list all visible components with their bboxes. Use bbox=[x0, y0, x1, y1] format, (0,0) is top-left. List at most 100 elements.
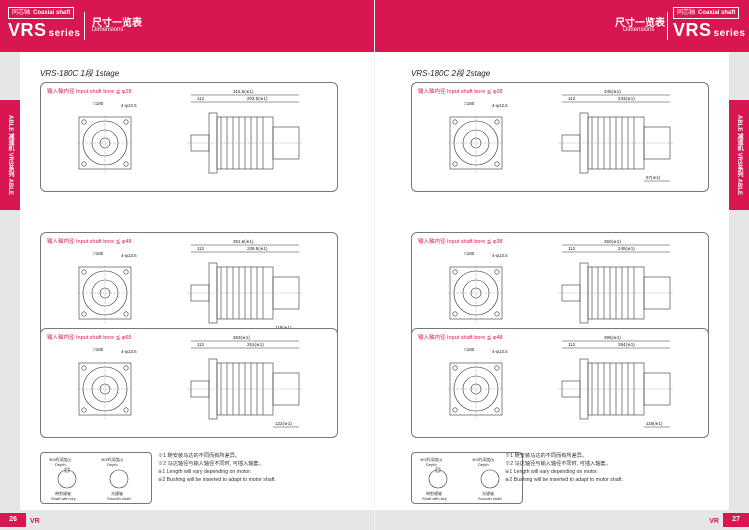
square-dim: □180 bbox=[464, 251, 475, 256]
bolt-hole bbox=[81, 407, 87, 413]
bolt-hole bbox=[123, 119, 129, 125]
page-number: 26 bbox=[0, 513, 26, 527]
bolt-hole bbox=[452, 119, 458, 125]
header-divider bbox=[667, 12, 668, 40]
page-footer: 27 VR bbox=[375, 510, 749, 530]
bolt-hole bbox=[494, 365, 500, 371]
bolt-hole bbox=[494, 311, 500, 317]
footer-mark: VR bbox=[30, 518, 40, 525]
bolt-hole bbox=[81, 161, 87, 167]
bore-label: 输入轴内径 Input shaft bore ≦ φ48 bbox=[47, 239, 132, 245]
len1-dim: 112 bbox=[197, 96, 205, 101]
tail-dim: 57(※1) bbox=[646, 175, 661, 180]
bolt-hole bbox=[494, 119, 500, 125]
overall-dim: 315.5(※1) bbox=[233, 89, 254, 94]
bolt-hole bbox=[452, 161, 458, 167]
bore-label: 输入轴内径 Input shaft bore ≦ φ38 bbox=[418, 239, 503, 245]
hole-dim: 4-φ13.5 bbox=[492, 103, 508, 108]
notes: ※1 随安装马达的不同而有所差异。 ※2 马达轴径与输入轴径不同时, 可插入轴套… bbox=[505, 453, 623, 483]
stage-heading: VRS-180C 1段 1stage bbox=[40, 69, 120, 78]
len2-dim: 251(※1) bbox=[247, 342, 264, 347]
overall-dim: 345(※1) bbox=[604, 89, 621, 94]
bolt-hole bbox=[123, 269, 129, 275]
dimension-drawing: □180 4-φ13.5 396(※1) 112 284(※1) 118(※1) bbox=[448, 335, 674, 428]
bolt-hole bbox=[494, 269, 500, 275]
bolt-hole bbox=[81, 365, 87, 371]
drawing-panel: 输入轴内径 Input shaft bore ≦ φ48 □180 4-φ13.5… bbox=[40, 232, 338, 342]
hole-dim: 4-φ13.5 bbox=[492, 253, 508, 258]
bolt-hole bbox=[81, 269, 87, 275]
bolt-hole bbox=[452, 365, 458, 371]
bore-label: 输入轴内径 Input shaft bore ≦ φ28 bbox=[418, 89, 503, 95]
bolt-hole bbox=[123, 161, 129, 167]
bolt-hole bbox=[81, 311, 87, 317]
drawing-panel: 输入轴内径 Input shaft bore ≦ φ28 □180 4-φ13.5… bbox=[40, 82, 338, 192]
overall-dim: 351.5(※1) bbox=[233, 239, 254, 244]
bolt-hole bbox=[494, 161, 500, 167]
bolt-hole bbox=[123, 407, 129, 413]
len2-dim: 248(※1) bbox=[618, 246, 635, 251]
len2-dim: 233(※1) bbox=[618, 96, 635, 101]
overall-dim: 363(※1) bbox=[233, 335, 250, 340]
len1-dim: 112 bbox=[197, 246, 205, 251]
hole-dim: 4-φ13.5 bbox=[492, 349, 508, 354]
hole-dim: 4-φ13.5 bbox=[121, 253, 137, 258]
overall-dim: 396(※1) bbox=[604, 335, 621, 340]
dimension-drawing: □180 4-φ13.5 315.5(※1) 112 203.5(※1) bbox=[77, 89, 303, 174]
stage-heading: VRS-180C 2段 2stage bbox=[411, 69, 491, 78]
len1-dim: 112 bbox=[568, 246, 576, 251]
bore-label: 输入轴内径 Input shaft bore ≦ φ65 bbox=[47, 335, 132, 341]
hole-dim: 4-φ13.5 bbox=[121, 349, 137, 354]
len1-dim: 112 bbox=[568, 342, 576, 347]
dimension-drawing: □180 4-φ13.5 360(※1) 112 248(※1) bbox=[448, 239, 674, 324]
bolt-hole bbox=[452, 269, 458, 275]
bore-label: 输入轴内径 Input shaft bore ≦ φ48 bbox=[418, 335, 503, 341]
dimension-drawing: □180 4-φ13.5 351.5(※1) 112 239.5(※1) 118(※1) bbox=[77, 239, 303, 332]
bore-label: 输入轴内径 Input shaft bore ≦ φ28 bbox=[47, 89, 132, 95]
hole-dim: 4-φ13.5 bbox=[121, 103, 137, 108]
drawing-panel: 输入轴内径 Input shaft bore ≦ φ48 □180 4-φ13.5… bbox=[411, 328, 709, 438]
page-footer: 26 VR bbox=[0, 510, 374, 530]
len2-dim: 239.5(※1) bbox=[247, 246, 268, 251]
side-tab: ABLE 减速机 VRS系列 ABLE REDUCER VRS SERIES bbox=[716, 100, 749, 210]
tail-dim: 118(※1) bbox=[275, 325, 292, 330]
square-dim: □180 bbox=[93, 251, 104, 256]
bolt-hole bbox=[452, 311, 458, 317]
len2-dim: 203.5(※1) bbox=[247, 96, 268, 101]
len1-dim: 112 bbox=[197, 342, 205, 347]
drawing-panel: 输入轴内径 Input shaft bore ≦ φ38 □180 4-φ13.5… bbox=[411, 232, 709, 342]
bolt-hole bbox=[452, 407, 458, 413]
footer-mark: VR bbox=[709, 518, 719, 525]
bolt-hole bbox=[123, 365, 129, 371]
shaft-ends-icon bbox=[57, 467, 129, 489]
header-divider bbox=[84, 12, 85, 40]
tail-dim: 122(※1) bbox=[275, 421, 292, 426]
page-title: 尺寸一览表 bbox=[92, 18, 142, 29]
page-title: 尺寸一览表 bbox=[615, 18, 665, 29]
tail-dim: 118(※1) bbox=[646, 421, 663, 426]
notes: ※1 随安装马达的不同而有所差异。 ※2 马达轴径与输入轴径不同时, 可插入轴套… bbox=[158, 453, 276, 483]
square-dim: □180 bbox=[93, 101, 104, 106]
len2-dim: 284(※1) bbox=[618, 342, 635, 347]
bolt-hole bbox=[494, 407, 500, 413]
page-subtitle: Dimensions bbox=[92, 27, 124, 33]
square-dim: □180 bbox=[464, 347, 475, 352]
len1-dim: 112 bbox=[568, 96, 576, 101]
shaft-legend: ※D的深度(t) ※D的深度(t) Depth Depth 带剪键轴 Shaft… bbox=[40, 452, 152, 504]
side-tab: ABLE 减速机 VRS系列 ABLE REDUCER VRS SERIES bbox=[0, 100, 20, 210]
shaft-legend: ※D的深度(t) ※D的深度(t) Depth Depth 带剪键轴 Shaft… bbox=[411, 452, 523, 504]
overall-dim: 360(※1) bbox=[604, 239, 621, 244]
shaft-ends-icon bbox=[428, 467, 500, 489]
